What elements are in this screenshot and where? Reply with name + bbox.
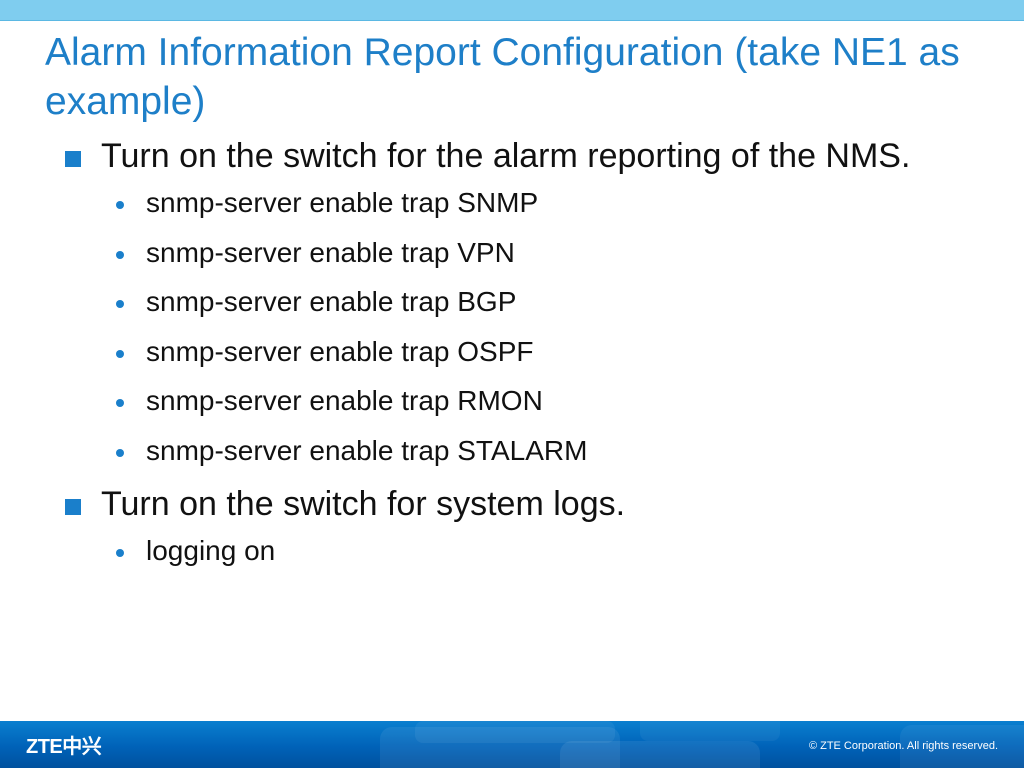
list-item: logging on xyxy=(0,534,1024,568)
square-bullet-icon xyxy=(65,151,81,167)
dot-bullet-icon xyxy=(116,201,124,209)
bullet-alarm-reporting: Turn on the switch for the alarm reporti… xyxy=(0,136,1024,176)
bullet-text: Turn on the switch for the alarm reporti… xyxy=(101,137,911,175)
dot-bullet-icon xyxy=(116,548,124,557)
bullet-text: Turn on the switch for system logs. xyxy=(101,484,626,523)
list-item-text: logging on xyxy=(146,534,276,566)
copyright-text: © ZTE Corporation. All rights reserved. xyxy=(808,740,998,752)
list-item-text: snmp-server enable trap BGP xyxy=(146,286,517,318)
dot-bullet-icon xyxy=(116,448,124,457)
dot-bullet-icon xyxy=(116,250,124,259)
footer-bar xyxy=(0,721,1024,768)
sub-bullet-list: logging on xyxy=(0,534,1024,568)
dot-bullet-icon xyxy=(116,300,124,309)
list-item: snmp-server enable trap RMON xyxy=(0,384,1024,418)
slide-content: Turn on the switch for the alarm reporti… xyxy=(0,136,1024,583)
list-item: snmp-server enable trap OSPF xyxy=(0,335,1024,369)
top-band xyxy=(0,0,1024,21)
list-item: snmp-server enable trap BGP xyxy=(0,285,1024,319)
list-item-text: snmp-server enable trap OSPF xyxy=(146,335,534,367)
dot-bullet-icon xyxy=(116,349,124,358)
dot-bullet-icon xyxy=(116,399,124,408)
slide-title: Alarm Information Report Configuration (… xyxy=(45,31,960,123)
list-item-text: snmp-server enable trap VPN xyxy=(146,236,515,268)
list-item: snmp-server enable trap VPN xyxy=(0,236,1024,270)
list-item-text: snmp-server enable trap SNMP xyxy=(146,187,539,218)
list-item-text: snmp-server enable trap STALARM xyxy=(146,434,588,466)
list-item-text: snmp-server enable trap RMON xyxy=(146,385,543,417)
zte-logo: ZTE中兴 xyxy=(26,736,102,758)
list-item: snmp-server enable trap STALARM xyxy=(0,434,1024,468)
footer-decoration xyxy=(380,721,1024,768)
sub-bullet-list: snmp-server enable trap SNMP snmp-server… xyxy=(0,186,1024,468)
square-bullet-icon xyxy=(65,498,81,515)
list-item: snmp-server enable trap SNMP xyxy=(0,186,1024,220)
bullet-system-logs: Turn on the switch for system logs. xyxy=(0,484,1024,524)
